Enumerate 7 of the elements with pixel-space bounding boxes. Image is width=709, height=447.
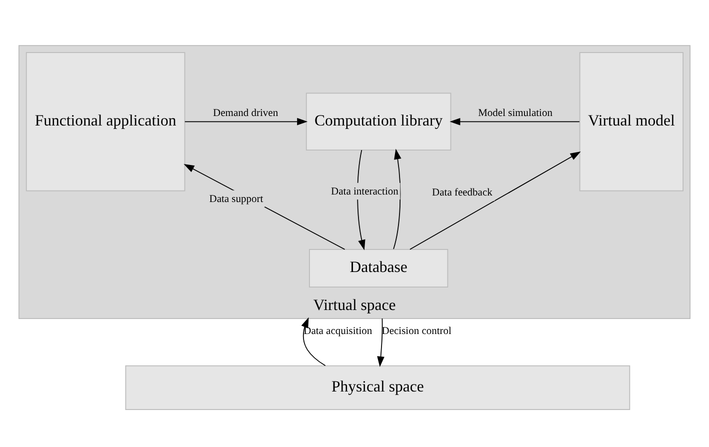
edge-label: Data interaction	[331, 186, 398, 197]
edge-label: Model simulation	[478, 108, 552, 119]
edge-label: Demand driven	[213, 108, 278, 119]
edge-label: Data support	[209, 193, 264, 204]
edge-label: Data acquisition	[304, 325, 372, 336]
edge-label: Decision control	[382, 325, 452, 336]
edge-label: Data feedback	[432, 187, 492, 198]
